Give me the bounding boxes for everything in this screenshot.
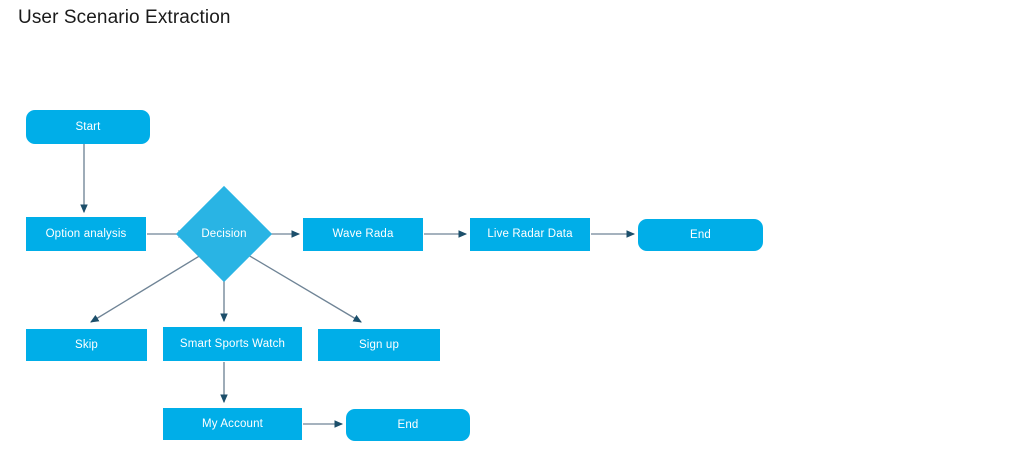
node-sign-up[interactable]: Sign up (318, 329, 440, 361)
node-start[interactable]: Start (26, 110, 150, 144)
node-label: Live Radar Data (487, 228, 573, 241)
node-label: Option analysis (45, 227, 127, 240)
node-decision[interactable]: Decision (175, 185, 273, 283)
node-live-radar-data[interactable]: Live Radar Data (470, 218, 590, 251)
node-wave-rada[interactable]: Wave Rada (303, 218, 423, 251)
node-label: Sign up (358, 338, 400, 351)
node-skip[interactable]: Skip (26, 329, 147, 361)
node-label: Skip (75, 338, 98, 351)
edge-decision-to-sign-up (242, 251, 362, 323)
node-smart-sports-watch[interactable]: Smart Sports Watch (163, 327, 302, 361)
node-label: Wave Rada (332, 228, 394, 241)
page-title: User Scenario Extraction (18, 7, 231, 28)
node-label: End (690, 228, 711, 241)
node-label: End (397, 418, 419, 431)
node-label: Decision (201, 228, 247, 240)
node-label: Start (75, 120, 101, 133)
node-option-analysis[interactable]: Option analysis (26, 217, 146, 251)
node-end-bottom[interactable]: End (346, 409, 470, 441)
node-label: Smart Sports Watch (179, 337, 286, 350)
edge-decision-to-skip (90, 251, 207, 323)
node-label: My Account (202, 417, 263, 430)
node-my-account[interactable]: My Account (163, 408, 302, 440)
node-end-top[interactable]: End (638, 219, 763, 251)
